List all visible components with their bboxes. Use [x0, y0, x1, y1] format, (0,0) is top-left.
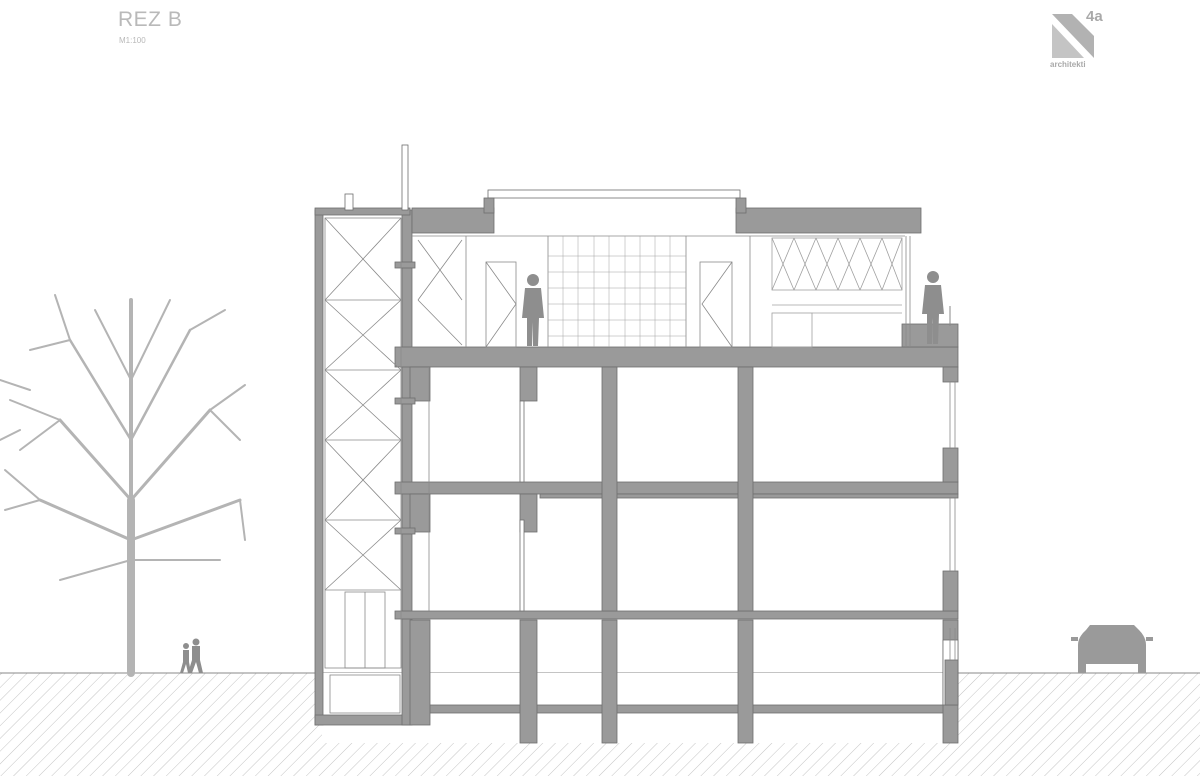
drawing-title: REZ B	[118, 8, 183, 31]
logo-number: 4a	[1086, 8, 1103, 25]
facade-windows	[428, 367, 956, 660]
penthouse-interior	[412, 235, 911, 348]
building-structure	[314, 144, 959, 744]
car-icon	[1071, 625, 1153, 673]
tree-icon	[0, 294, 246, 677]
person-on-terrace-icon	[922, 271, 944, 344]
person-icon	[522, 274, 544, 346]
pedestrians-icon	[180, 638, 203, 673]
logo-wordmark: architekti	[1050, 60, 1086, 69]
drawing-scale: M1:100	[119, 36, 146, 45]
logo-mark-icon	[1052, 14, 1094, 58]
stair-core-bracing	[324, 217, 402, 714]
